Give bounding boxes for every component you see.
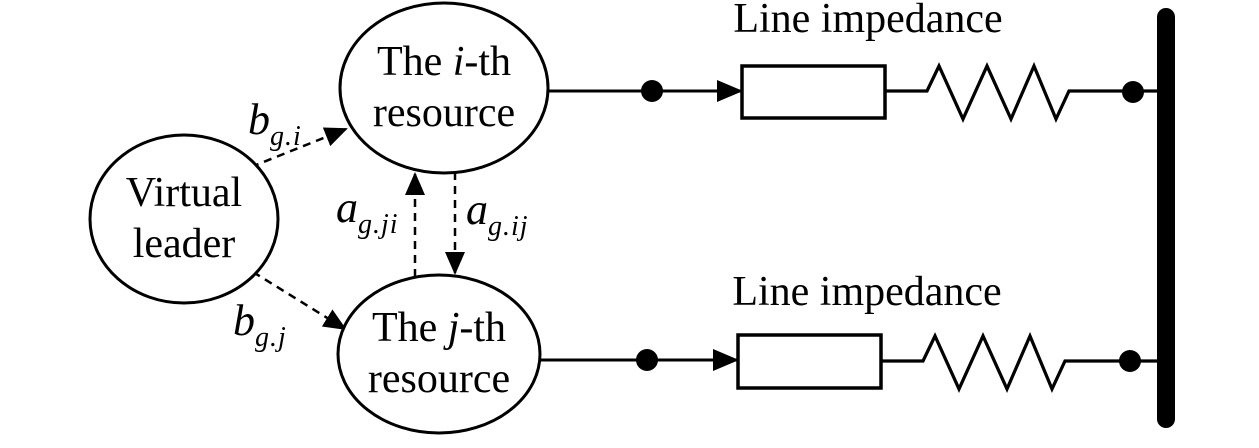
gain-b-gi-base: b (248, 95, 270, 144)
impedance-box-top-icon (740, 64, 887, 120)
resource-i-line1-prefix: The (376, 39, 453, 85)
gain-label-b-gi: bg.i (248, 98, 302, 151)
virtual-leader-line2: leader (132, 221, 236, 267)
impedance-box-bottom-icon (736, 333, 883, 390)
virtual-leader-label: Virtual leader (90, 135, 278, 303)
resource-j-line2: resource (367, 356, 511, 402)
gain-a-gij-base: a (466, 185, 488, 234)
resource-j-line1: The j-th (372, 303, 506, 354)
gain-b-gj-sub: g.j (255, 322, 287, 353)
gain-a-gji-base: a (336, 183, 358, 232)
resource-i-line2: resource (372, 90, 516, 136)
resource-i-index: i (452, 39, 465, 85)
gain-b-gi-sub: g.i (270, 121, 302, 152)
connection-dot-bottom-left (636, 349, 658, 371)
gain-b-gj-base: b (233, 296, 255, 345)
resource-j-ellipse (336, 273, 542, 435)
virtual-leader-ellipse (88, 133, 280, 305)
resistor-zigzag-bottom-icon (881, 331, 1157, 394)
gain-label-a-gij: ag.ij (466, 188, 529, 241)
resource-j-line1-prefix: The (371, 305, 448, 351)
resource-i-ellipse (338, 1, 550, 175)
resource-j-index: j (447, 305, 460, 351)
gain-a-gij-sub: g.ij (488, 211, 529, 242)
virtual-leader-line1: Virtual (125, 170, 243, 216)
gain-label-a-gji: ag.ji (336, 186, 399, 239)
connection-dot-top-left (641, 80, 663, 102)
resource-i-label: The i-th resource (340, 3, 548, 173)
resource-j-label: The j-th resource (338, 275, 540, 433)
gain-label-b-gj: bg.j (233, 299, 287, 352)
pinning-arrow-leader-to-i (250, 127, 348, 169)
connection-dot-top-bus (1122, 81, 1144, 103)
connection-dot-bottom-bus (1119, 350, 1141, 372)
line-impedance-label-bottom: Line impedance (732, 269, 1002, 315)
resource-i-line1-suffix: -th (464, 39, 512, 85)
pinning-arrow-leader-to-j (252, 270, 347, 331)
resource-i-line1: The i-th (377, 37, 511, 88)
resource-j-line1-suffix: -th (459, 305, 507, 351)
line-impedance-label-top: Line impedance (733, 0, 1003, 42)
resistor-zigzag-top-icon (885, 61, 1157, 124)
gain-a-gji-sub: g.ji (358, 209, 399, 240)
